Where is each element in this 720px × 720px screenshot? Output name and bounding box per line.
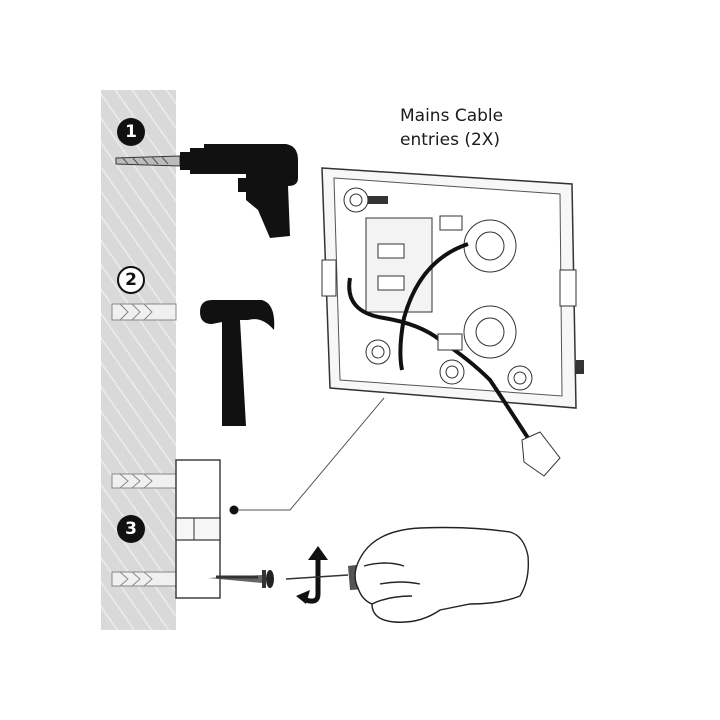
junction-box-side (175, 459, 221, 599)
screw-icon (208, 570, 274, 588)
callout-line-1: Mains Cable (400, 106, 504, 126)
drill-icon (115, 144, 298, 238)
callout-leader (238, 397, 385, 511)
wall (101, 90, 176, 630)
callout-dot (229, 505, 239, 515)
step-2-badge: 2 (117, 266, 145, 294)
hammer-icon (200, 300, 275, 426)
step-3-badge: 3 (117, 515, 145, 543)
wall-plug-upper (111, 473, 179, 489)
mains-cable-callout: Mains Cable entries (2X) (400, 104, 600, 152)
wall-plug-lower (111, 571, 179, 587)
screwdriver-icon (285, 574, 349, 580)
hand-icon (354, 526, 530, 623)
callout-line-2: entries (2X) (400, 130, 501, 150)
junction-box-open (321, 167, 584, 477)
wall-plug-icon (111, 303, 177, 321)
rotate-arrow-icon (296, 546, 328, 604)
step-1-badge: 1 (117, 118, 145, 146)
